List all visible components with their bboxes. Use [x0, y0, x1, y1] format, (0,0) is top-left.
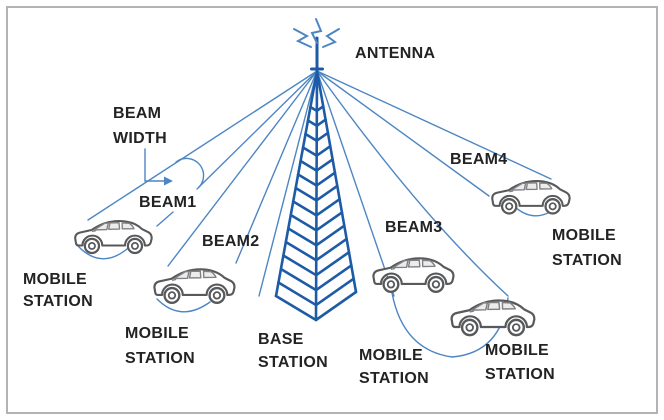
car-icon-mobile-station-5: [491, 179, 571, 215]
beam2-outer-edge: [258, 70, 318, 297]
beam2-left-edge: [167, 70, 318, 267]
beam4-lower-edge: [316, 70, 490, 197]
tower-rung: [291, 197, 341, 217]
tower-rung: [304, 131, 330, 143]
svg-text:MOBILE: MOBILE: [125, 325, 189, 342]
tower-rung: [296, 171, 337, 187]
svg-text:BASE: BASE: [258, 331, 304, 348]
tower-rung: [277, 277, 355, 307]
tower-rung: [279, 264, 353, 292]
svg-text:MOBILE: MOBILE: [485, 342, 549, 359]
svg-text:MOBILE: MOBILE: [552, 227, 616, 244]
beam-width-label-line1: BEAM: [113, 105, 161, 122]
tower-rung: [299, 158, 334, 172]
radio-waves-icon: [293, 18, 340, 48]
svg-text:STATION: STATION: [23, 293, 93, 310]
svg-text:MOBILE: MOBILE: [359, 347, 423, 364]
beam3-left-edge: [316, 70, 395, 297]
beam2-right-edge: [235, 70, 318, 264]
antenna-label: ANTENNA: [355, 45, 435, 62]
mobile-station-label-3: MOBILE STATION: [359, 347, 429, 387]
beam1-upper-edge: [87, 70, 318, 221]
beam-width-label-line2: WIDTH: [113, 130, 167, 147]
beam1-label: BEAM1: [139, 194, 197, 211]
tower-rung: [289, 211, 344, 232]
svg-text:STATION: STATION: [359, 370, 429, 387]
beam2-footprint-arc: [156, 298, 211, 313]
mobile-station-label-1: MOBILE STATION: [23, 271, 93, 310]
svg-text:STATION: STATION: [552, 252, 622, 269]
svg-text:STATION: STATION: [125, 350, 195, 367]
beam1-footprint-arc: [77, 245, 128, 260]
tower-rung: [309, 105, 325, 113]
mobile-station-label-2: MOBILE STATION: [125, 325, 195, 367]
beam4-upper-edge: [316, 70, 552, 180]
tower-rung: [301, 144, 332, 157]
svg-text:STATION: STATION: [258, 354, 328, 371]
base-station-label: BASE STATION: [258, 331, 328, 371]
svg-text:STATION: STATION: [485, 366, 555, 383]
beam3-label: BEAM3: [385, 219, 443, 236]
beam2-label: BEAM2: [202, 233, 260, 250]
beam3-right-edge: [316, 70, 509, 297]
car-icon-mobile-station-3: [372, 257, 455, 293]
car-icon-mobile-station-1: [74, 219, 153, 255]
mobile-station-label-5: MOBILE STATION: [552, 227, 622, 269]
tower-rung: [294, 184, 339, 202]
tower-rung: [274, 290, 358, 322]
beam4-label: BEAM4: [450, 151, 508, 168]
lattice-tower-icon: [274, 69, 358, 322]
beam1-lower-edge-tail: [156, 211, 174, 227]
car-icon-mobile-station-2: [153, 268, 236, 304]
antenna-mast-icon: [310, 36, 324, 76]
beam-width-arrow-icon: [144, 148, 205, 190]
car-icon-mobile-station-4: [450, 299, 536, 337]
tower-rung: [284, 237, 348, 262]
tower-rung: [306, 118, 327, 128]
diagram-border: [6, 6, 658, 414]
svg-text:MOBILE: MOBILE: [23, 271, 87, 288]
beam1-lower-edge: [198, 70, 318, 188]
tower-rung: [286, 224, 346, 247]
tower-rung: [282, 250, 351, 277]
beam-lines: [87, 70, 552, 297]
mobile-station-label-4: MOBILE STATION: [485, 342, 555, 383]
